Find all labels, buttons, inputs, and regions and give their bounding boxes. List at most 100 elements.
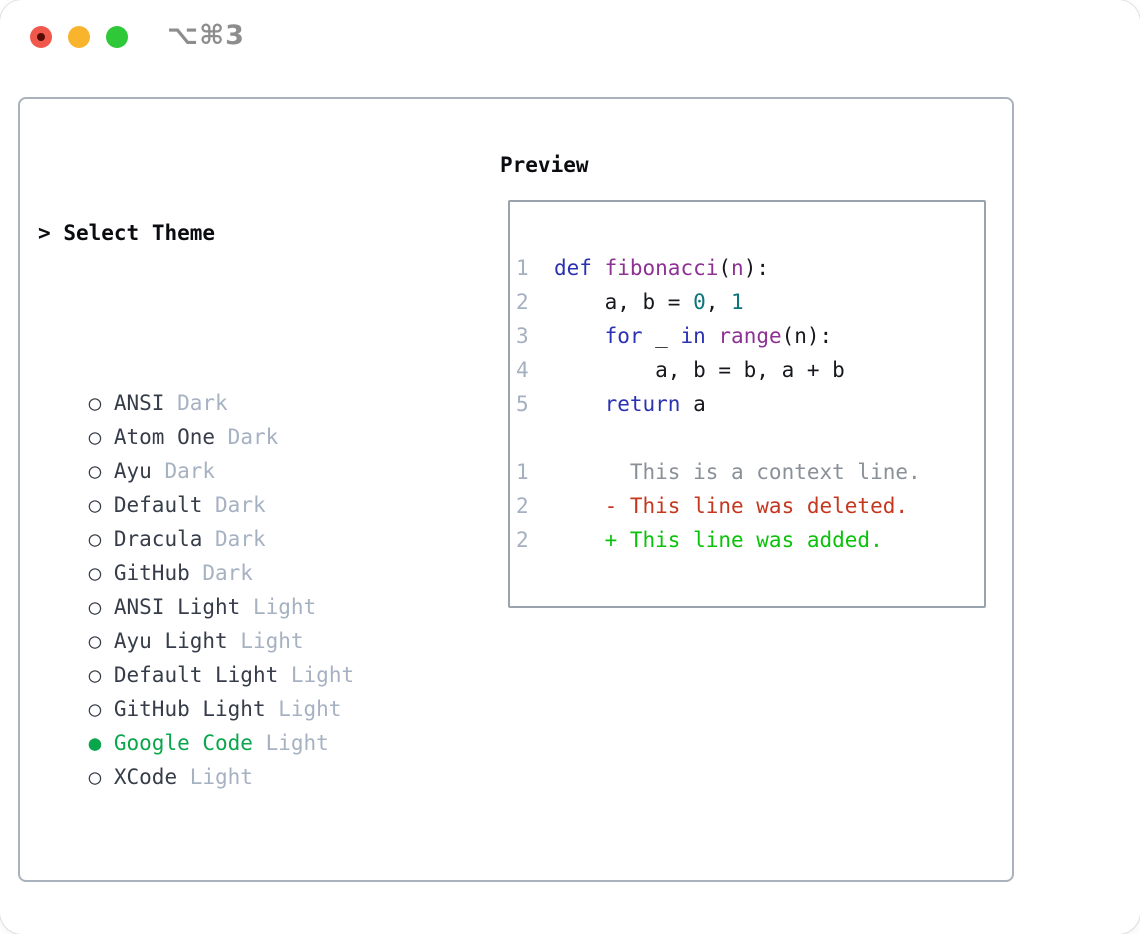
code-token-fn: fibonacci [604, 256, 719, 280]
select-theme-header: > Select Theme [38, 216, 392, 250]
option-label: GitHub Light [113, 697, 266, 721]
theme-option[interactable]: ○ Dracula Dark [38, 488, 392, 551]
code-token-pl: ( [718, 256, 732, 280]
code-line: 4 a, b = b, a + b [516, 353, 921, 387]
code-line: 5 return a [516, 387, 921, 421]
code-token-pl: a, b = [554, 290, 694, 314]
option-tag: Light [278, 663, 355, 687]
code-token-fn: n [731, 256, 744, 280]
code-line: 1 def fibonacci(n): [516, 251, 921, 285]
theme-list: ○ ANSI Dark ○ Atom One Dark ○ Ayu Dark ○… [38, 352, 392, 789]
code-token-kw: def [554, 256, 592, 280]
option-tag: Dark [202, 493, 266, 517]
code-token-pl [554, 324, 605, 348]
code-token-pl [706, 324, 719, 348]
minimize-button[interactable] [68, 26, 90, 48]
spacer [38, 862, 392, 896]
close-button[interactable] [30, 26, 52, 48]
theme-option[interactable]: ○ Atom One Dark [38, 386, 392, 449]
code-token-fn: range [718, 324, 782, 348]
code-token-nm: 0 [693, 290, 706, 314]
line-number: 4 [516, 358, 529, 382]
option-tag: Dark [189, 561, 253, 585]
option-label: Default [113, 493, 203, 517]
option-label: ANSI [113, 391, 165, 415]
select-theme-label: Select Theme [63, 221, 216, 245]
zoom-button[interactable] [106, 26, 128, 48]
radio-icon: ○ [88, 527, 114, 551]
radio-icon: ○ [88, 459, 114, 483]
code-token-pl: _ [642, 324, 681, 348]
preview-header: Preview [500, 153, 589, 177]
code-token-pl: (n): [781, 324, 833, 348]
option-tag: Dark [202, 527, 266, 551]
line-number: 2 [516, 290, 529, 314]
window-title: ⌥⌘3 [167, 20, 245, 51]
theme-option[interactable]: ○ GitHub Light Light [38, 658, 392, 721]
theme-list-pane: > Select Theme ○ ANSI Dark ○ Atom One Da… [38, 148, 392, 934]
code-token-pl: a, b = b, a + b [554, 358, 845, 382]
theme-option[interactable]: ○ Ayu Dark [38, 420, 392, 483]
option-label: Atom One [113, 425, 216, 449]
option-label: XCode [113, 765, 178, 789]
theme-option[interactable]: ○ GitHub Dark [38, 522, 392, 585]
code-line: 2 + This line was added. [516, 523, 921, 557]
option-tag: Light [177, 765, 253, 789]
option-tag: Dark [164, 391, 228, 415]
option-tag: Light [252, 731, 329, 755]
code-token-pl: a [680, 392, 706, 416]
option-tag: Light [227, 629, 304, 653]
option-label: Ayu Light [113, 629, 228, 653]
option-label: Dracula [113, 527, 203, 551]
line-number: 1 [516, 256, 529, 280]
theme-option[interactable]: ○ XCode Light [38, 726, 392, 789]
radio-icon: ● [88, 731, 114, 755]
option-label: Ayu [113, 459, 152, 483]
option-tag: Light [240, 595, 317, 619]
code-line [516, 421, 921, 455]
code-line: 2 a, b = 0, 1 [516, 285, 921, 319]
option-tag: Dark [151, 459, 216, 483]
theme-option[interactable]: ○ ANSI Light Light [38, 556, 392, 619]
code-line: 2 - This line was deleted. [516, 489, 921, 523]
radio-icon: ○ [88, 697, 114, 721]
theme-option[interactable]: ○ Default Light Light [38, 624, 392, 687]
radio-icon: ○ [88, 391, 114, 415]
line-number: 2 [516, 528, 529, 552]
option-tag: Dark [215, 425, 279, 449]
code-token-pl: ): [743, 256, 769, 280]
option-label: ANSI Light [113, 595, 241, 619]
theme-option[interactable]: ○ Default Dark [38, 454, 392, 517]
code-token-nm: 1 [731, 290, 744, 314]
code-token-kw: for [604, 324, 643, 348]
code-token-pl [554, 392, 605, 416]
code-token-kw: in [680, 324, 706, 348]
code-token-pl [592, 256, 605, 280]
theme-option[interactable]: ○ ANSI Dark [38, 352, 392, 415]
line-number: 5 [516, 392, 529, 416]
prompt-icon: > [38, 221, 51, 245]
radio-icon: ○ [88, 595, 114, 619]
titlebar [30, 26, 128, 48]
line-number: 1 [516, 460, 529, 484]
code-line: 1 This is a context line. [516, 455, 921, 489]
code-token-add: + This line was added. [554, 528, 883, 552]
code-line: 3 for _ in range(n): [516, 319, 921, 353]
radio-icon: ○ [88, 765, 114, 789]
option-label: Google Code [113, 731, 253, 755]
radio-icon: ○ [88, 629, 114, 653]
line-number: 2 [516, 494, 529, 518]
option-label: GitHub [113, 561, 190, 585]
radio-icon: ○ [88, 425, 114, 449]
line-number: 3 [516, 324, 529, 348]
code-token-kw: return [604, 392, 681, 416]
code-token-ctx: This is a context line. [554, 460, 921, 484]
radio-icon: ○ [88, 663, 114, 687]
theme-option[interactable]: ○ Ayu Light Light [38, 590, 392, 653]
theme-option[interactable]: ● Google Code Light [38, 692, 392, 755]
option-tag: Light [265, 697, 342, 721]
code-token-del: - This line was deleted. [554, 494, 909, 518]
option-label: Default Light [113, 663, 279, 687]
